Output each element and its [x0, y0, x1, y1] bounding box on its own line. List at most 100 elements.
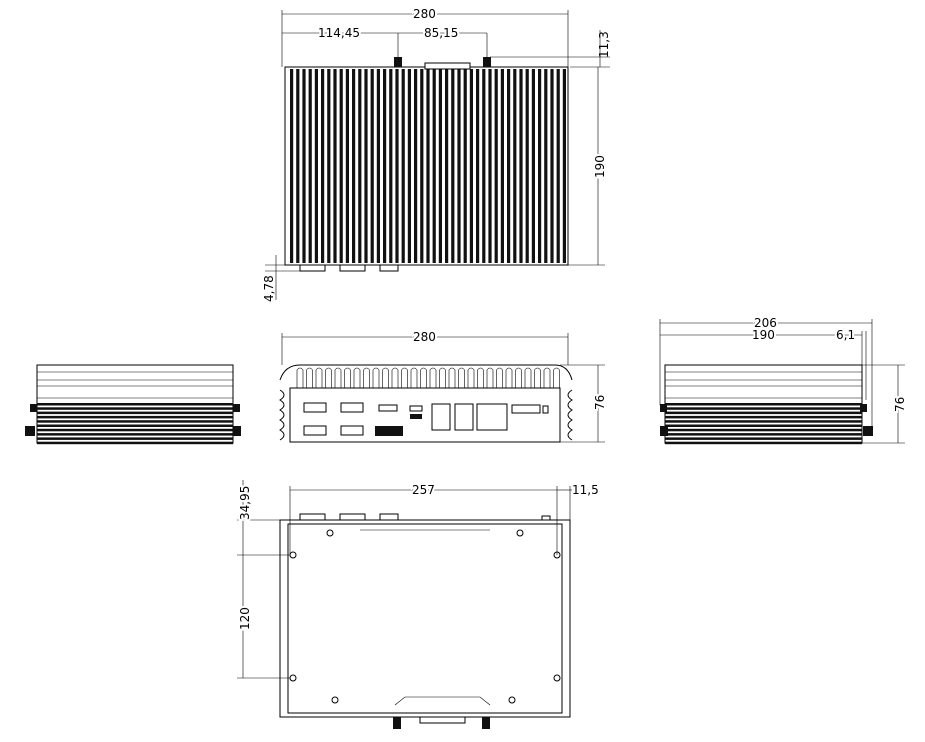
heatsink-fin — [296, 367, 304, 388]
dim-top-width: 280 — [413, 7, 436, 21]
heatsink-fin — [363, 367, 370, 388]
heatsink-fin — [458, 367, 465, 388]
dim-bottom-hole-pitch: 120 — [238, 607, 252, 630]
heatsink-fin — [334, 367, 342, 388]
heatsink-fin — [538, 69, 542, 263]
heatsink-fin — [302, 69, 306, 263]
heatsink-fin — [562, 69, 566, 263]
heatsink-fin — [488, 69, 492, 263]
serial-ports — [303, 402, 364, 436]
heatsink-fin — [519, 69, 523, 263]
mounting-hole — [331, 696, 339, 704]
heatsink-fin — [364, 69, 368, 263]
heatsink-fin — [477, 367, 484, 388]
heatsink-fin — [505, 367, 513, 388]
heatsink-fin — [469, 69, 473, 263]
heatsink-fin — [395, 69, 399, 263]
vga-port — [375, 426, 403, 436]
heatsink-fin — [407, 69, 411, 263]
displayport — [378, 404, 398, 412]
heatsink-fin — [553, 367, 560, 388]
heatsink-fin — [665, 411, 862, 415]
dim-top-offset-a: 114,45 — [318, 26, 360, 40]
heatsink-fin — [531, 69, 535, 263]
heatsink-fin — [525, 69, 529, 263]
lan-port — [431, 403, 451, 431]
heatsink-fin — [389, 69, 393, 263]
heatsink-fin — [438, 69, 442, 263]
heatsink-fin — [665, 428, 862, 432]
front-view: 280 76 — [279, 328, 609, 443]
heatsink-fin — [391, 367, 399, 388]
heatsink-fin — [290, 69, 294, 263]
heatsink-fin — [353, 367, 361, 388]
dim-bottom-hole-span: 257 — [412, 483, 435, 497]
heatsink-fin — [463, 69, 467, 263]
heatsink-fin — [426, 69, 430, 263]
heatsink-fin — [429, 367, 437, 388]
heatsink-fin — [37, 407, 233, 410]
heatsink-fin — [457, 69, 461, 263]
io-terminal — [476, 403, 508, 431]
heatsink-fin — [308, 69, 312, 263]
heatsink-fin — [467, 367, 475, 388]
heatsink-fin — [370, 69, 374, 263]
heatsink-fin — [37, 437, 233, 440]
power-terminal — [511, 404, 541, 414]
left-side-view — [25, 364, 241, 445]
dim-front-width: 280 — [413, 330, 436, 344]
heatsink-fin — [507, 69, 511, 263]
heatsink-fin — [486, 367, 494, 388]
heatsink-fin — [306, 367, 313, 388]
mounting-hole — [289, 551, 297, 559]
heatsink-fin — [482, 69, 486, 263]
heatsink-fin — [556, 69, 560, 263]
heatsink-fin — [543, 367, 551, 388]
heatsink-fin — [344, 367, 351, 388]
heatsink-fin — [345, 69, 349, 263]
usb-port — [409, 405, 423, 412]
heatsink-fin — [401, 69, 405, 263]
heatsink-fin — [439, 367, 446, 388]
heatsink-fin — [665, 407, 862, 410]
dim-side-overall: 206 — [754, 316, 777, 330]
heatsink-fin — [325, 367, 332, 388]
dim-top-offset-b: 85,15 — [424, 26, 458, 40]
heatsink-fin — [37, 428, 233, 432]
dim-bottom-front-offset: 34,95 — [238, 486, 252, 520]
heatsink-fin — [665, 420, 862, 423]
heatsink-fin — [314, 69, 318, 263]
heatsink-fin — [383, 69, 387, 263]
heatsink-fin — [665, 433, 862, 436]
heatsink-fin — [296, 69, 300, 263]
dim-side-depth: 190 — [752, 328, 775, 342]
mounting-hole — [289, 674, 297, 682]
right-side-view: 206 190 6,1 76 — [659, 314, 909, 445]
heatsink-fin — [37, 433, 233, 436]
heatsink-fin — [544, 69, 548, 263]
heatsink-fin — [665, 415, 862, 419]
heatsink-fin — [321, 69, 325, 263]
heatsink-fin — [665, 424, 862, 427]
dim-bottom-edge: 11,5 — [572, 483, 599, 497]
dim-side-offset: 6,1 — [836, 328, 855, 342]
mounting-hole — [326, 529, 334, 537]
heatsink-fin — [37, 441, 233, 445]
heatsink-fin — [37, 411, 233, 415]
dim-side-height: 76 — [893, 397, 907, 412]
heatsink-fin — [420, 367, 427, 388]
dim-top-depth: 190 — [593, 155, 607, 178]
heatsink-fin — [500, 69, 504, 263]
heatsink-fin — [358, 69, 362, 263]
dim-front-height: 76 — [593, 395, 607, 410]
top-view: 280 114,45 85,15 11,3 190 4,78 — [262, 5, 611, 302]
heatsink-fin — [315, 367, 323, 388]
heatsink-fin — [550, 69, 554, 263]
heatsink-fin — [432, 69, 436, 263]
heatsink-fin — [37, 420, 233, 423]
lan-port — [454, 403, 474, 431]
heatsink-fin — [448, 367, 456, 388]
bottom-view: 257 11,5 34,95 120 — [236, 480, 599, 729]
heatsink-fin — [37, 415, 233, 419]
